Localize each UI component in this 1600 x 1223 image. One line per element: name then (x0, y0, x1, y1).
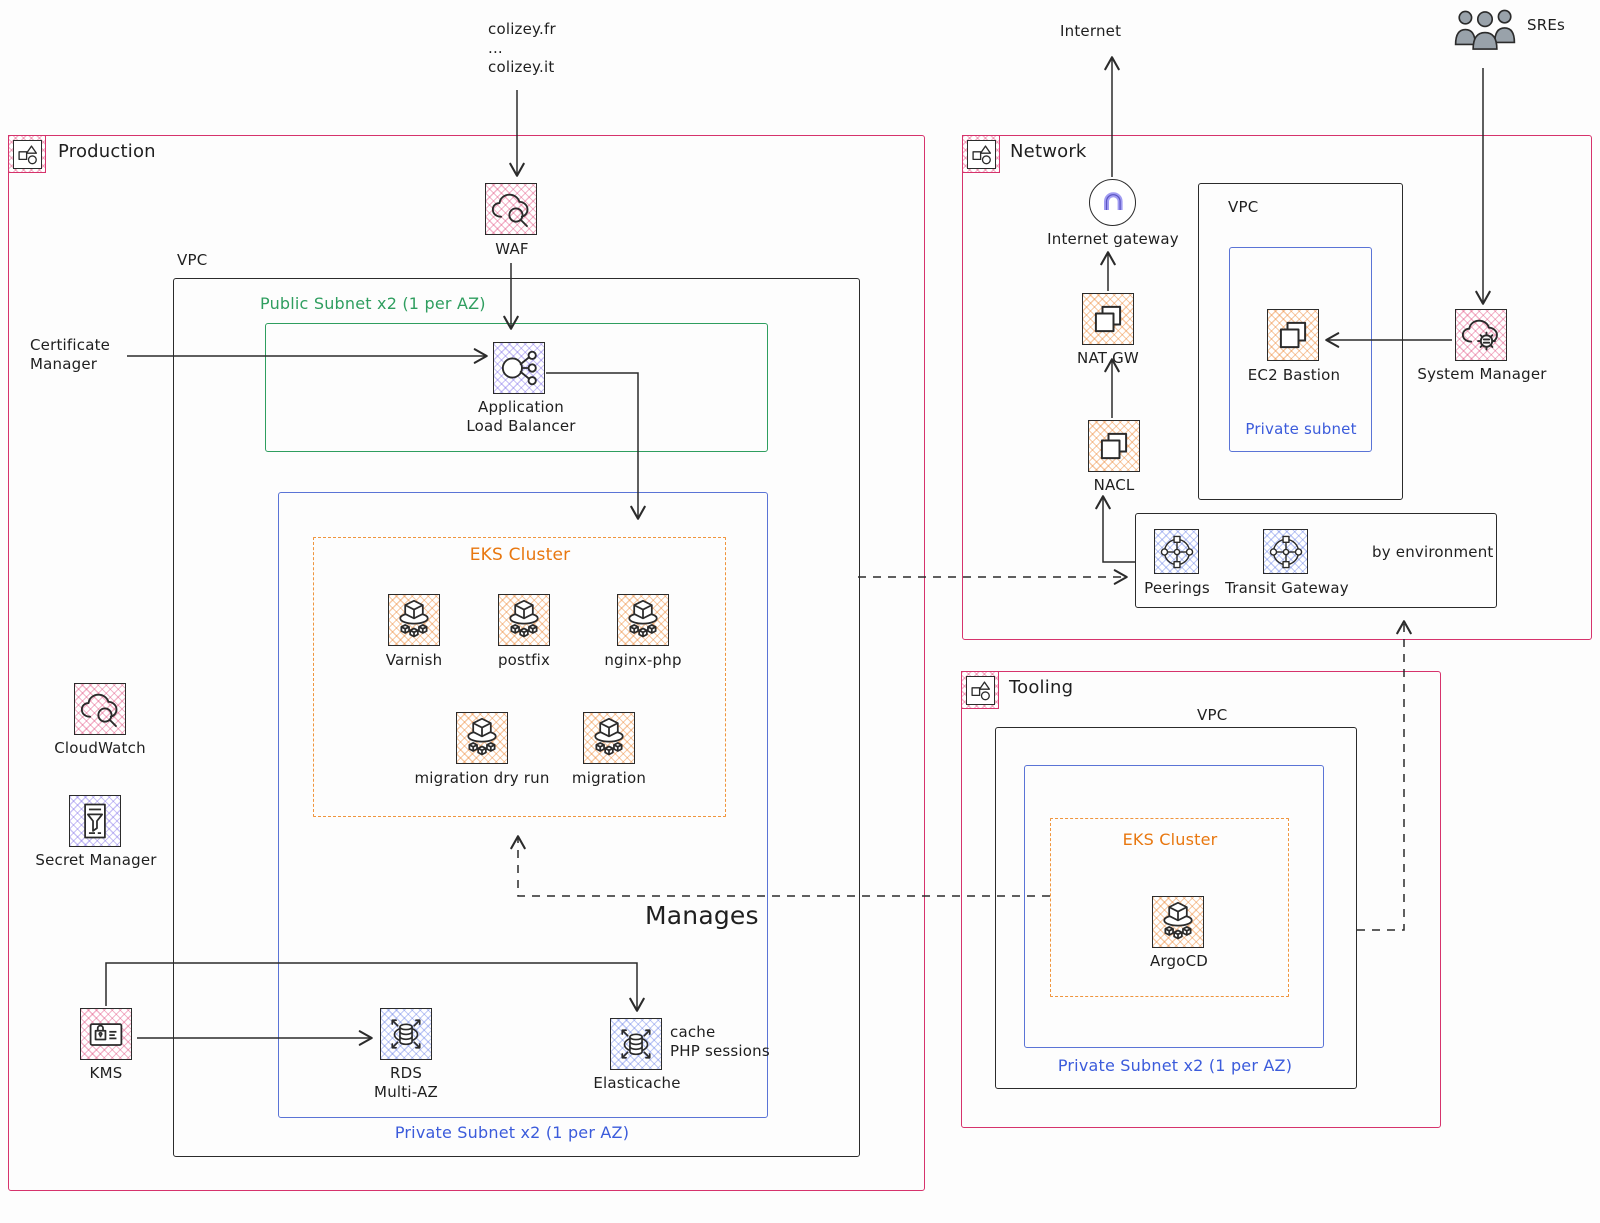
certificate-manager-line1: Certificate (30, 336, 111, 354)
elasticache-note: cache PHP sessions (670, 1023, 770, 1061)
network-section-box (962, 135, 1592, 640)
production-section-box (8, 135, 925, 1191)
organizations-icon (966, 139, 996, 169)
certificate-manager-label: Certificate Manager (30, 336, 110, 374)
pod-migration-label: migration (571, 769, 647, 787)
tooling-vpc-box (995, 727, 1357, 1089)
nacl-icon (1088, 420, 1140, 472)
domain-line: colizey.fr (488, 20, 556, 38)
production-eks-label: EKS Cluster (469, 545, 571, 565)
elasticache-icon (610, 1018, 662, 1070)
secret-manager-label: Secret Manager (35, 851, 157, 869)
cloudwatch-icon (74, 683, 126, 735)
network-title: Network (1010, 141, 1087, 162)
alb-label-line1: Application (477, 398, 564, 416)
rds-label: RDS Multi-AZ (374, 1064, 438, 1102)
tooling-eks-box (1050, 818, 1289, 997)
production-eks-box (313, 537, 726, 817)
production-private-subnet-label: Private Subnet x2 (1 per AZ) (394, 1123, 630, 1142)
pod-migration-dry-run-icon (456, 712, 508, 764)
pod-postfix-icon (498, 594, 550, 646)
manages-annotation: Manages (645, 901, 759, 930)
argocd-icon (1152, 896, 1204, 948)
waf-icon (485, 183, 537, 235)
by-environment-box (1135, 513, 1497, 608)
domain-line: ... (488, 39, 503, 58)
argocd-label: ArgoCD (1149, 952, 1209, 970)
by-environment-label: by environment (1372, 543, 1494, 561)
transit-gateway-label: Transit Gateway (1225, 579, 1349, 597)
nacl-label: NACL (1093, 476, 1135, 494)
elasticache-label: Elasticache (593, 1074, 681, 1092)
network-section-icon (962, 135, 1000, 173)
internet-label: Internet (1060, 22, 1122, 40)
tooling-private-subnet-box (1024, 765, 1324, 1048)
cloudwatch-label: CloudWatch (54, 739, 146, 757)
ec2-bastion-icon (1267, 309, 1319, 361)
kms-icon (80, 1008, 132, 1060)
tooling-title: Tooling (1009, 677, 1074, 698)
peerings-icon (1154, 529, 1199, 574)
production-title: Production (58, 141, 156, 162)
production-vpc-label: VPC (177, 251, 208, 269)
pod-migration-icon (583, 712, 635, 764)
network-vpc-box (1198, 183, 1403, 500)
pod-migration-dry-run-label: migration dry run (414, 769, 550, 787)
pod-nginx-php-icon (617, 594, 669, 646)
production-section-icon (8, 135, 46, 173)
tooling-section-box (961, 671, 1441, 1128)
domains-text: colizey.fr ... colizey.it (488, 20, 556, 78)
system-manager-label: System Manager (1417, 365, 1547, 383)
domain-line: colizey.it (488, 58, 555, 77)
rds-icon (380, 1008, 432, 1060)
organizations-icon (965, 675, 995, 705)
tooling-vpc-label: VPC (1197, 706, 1228, 724)
waf-label: WAF (495, 240, 529, 258)
transit-gateway-icon (1263, 529, 1308, 574)
public-subnet-label: Public Subnet x2 (1 per AZ) (260, 294, 486, 313)
ec2-bastion-label: EC2 Bastion (1247, 366, 1341, 384)
pod-varnish-icon (388, 594, 440, 646)
pod-nginx-php-label: nginx-php (604, 651, 682, 669)
kms-label: KMS (89, 1064, 123, 1082)
nat-gw-icon (1082, 293, 1134, 345)
elasticache-note-line2: PHP sessions (670, 1042, 770, 1061)
production-vpc-box (173, 278, 860, 1157)
sres-icon (1454, 9, 1516, 50)
pod-varnish-label: Varnish (385, 651, 443, 669)
network-private-subnet-label: Private subnet (1245, 420, 1357, 438)
rds-label-line2: Multi-AZ (374, 1083, 438, 1102)
tooling-eks-label: EKS Cluster (1122, 830, 1218, 849)
internet-gateway-label: Internet gateway (1047, 230, 1179, 248)
alb-label-line2: Load Balancer (466, 417, 576, 436)
alb-icon (493, 342, 545, 394)
system-manager-icon (1455, 309, 1507, 361)
internet-gateway-icon (1089, 179, 1136, 226)
tooling-private-subnet-label: Private Subnet x2 (1 per AZ) (1057, 1056, 1293, 1075)
tooling-section-icon (961, 671, 999, 709)
production-private-subnet-box (278, 492, 768, 1118)
organizations-icon (12, 139, 42, 169)
secret-manager-icon (69, 795, 121, 847)
peerings-label: Peerings (1144, 579, 1210, 597)
network-vpc-label: VPC (1228, 198, 1259, 216)
network-private-subnet-box (1229, 247, 1372, 452)
sres-label: SREs (1527, 16, 1566, 34)
pod-postfix-label: postfix (497, 651, 551, 669)
elasticache-note-line1: cache (670, 1023, 716, 1041)
certificate-manager-line2: Manager (30, 355, 98, 374)
alb-label: Application Load Balancer (466, 398, 575, 436)
rds-label-line1: RDS (389, 1064, 423, 1082)
nat-gw-label: NAT GW (1077, 349, 1139, 367)
